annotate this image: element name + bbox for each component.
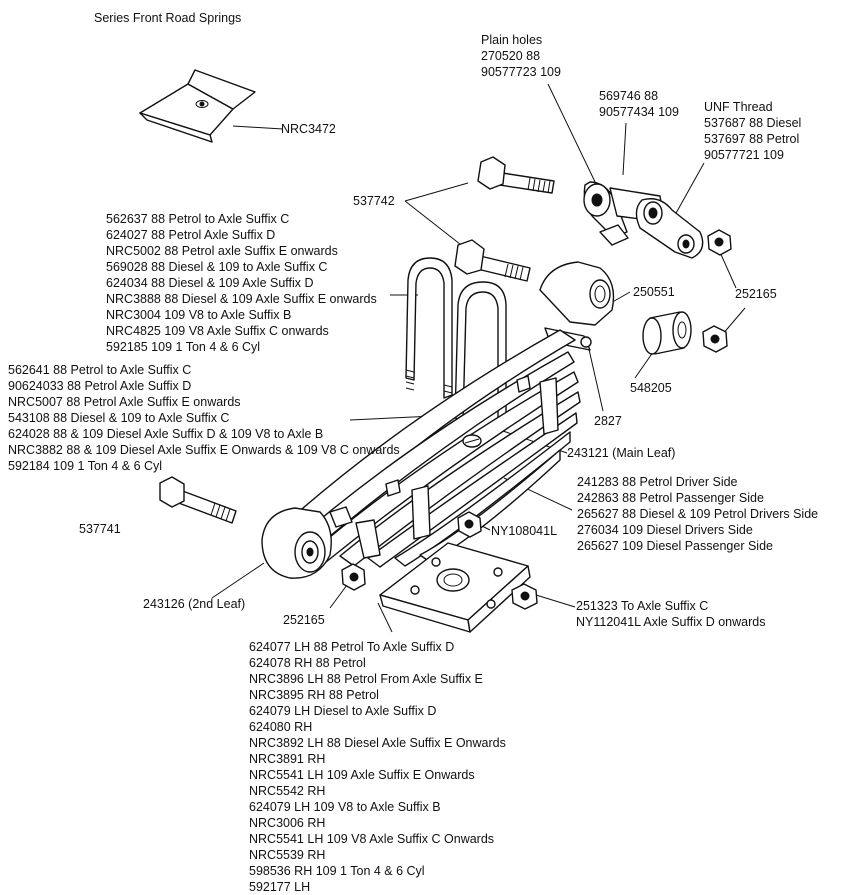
label-clip: NRC3472 <box>281 121 336 137</box>
label-line: 90577723 109 <box>481 65 561 79</box>
nut-252165-top <box>707 229 732 256</box>
label-base-plate: 624077 LH 88 Petrol To Axle Suffix D 6240… <box>249 639 506 895</box>
label-line: Plain holes <box>481 33 543 47</box>
label-line: NRC3888 88 Diesel & 109 Axle Suffix E on… <box>106 292 377 306</box>
nut-252165-right <box>702 325 728 353</box>
label-line: NRC5007 88 Petrol Axle Suffix E onwards <box>8 395 241 409</box>
label-line: 243121 (Main Leaf) <box>567 446 676 460</box>
label-line: 90577721 109 <box>704 148 784 162</box>
label-line: 251323 To Axle Suffix C <box>576 599 709 613</box>
label-line: NRC3892 LH 88 Diesel Axle Suffix E Onwar… <box>249 736 506 750</box>
shackle-assembly <box>583 181 704 259</box>
bolt-537742-top <box>477 156 555 194</box>
bush-548205 <box>642 311 692 355</box>
label-line: 270520 88 <box>481 49 541 63</box>
label-bush-548205: 548205 <box>630 380 672 396</box>
label-bolt-537742: 537742 <box>353 193 395 209</box>
label-line: 241283 88 Petrol Driver Side <box>577 475 738 489</box>
label-line: 2827 <box>594 414 622 428</box>
label-line: NY108041L <box>491 524 558 538</box>
label-nut-ny108041l: NY108041L <box>491 523 557 539</box>
label-line: 624078 RH 88 Petrol <box>249 656 366 670</box>
label-line: 624079 LH 109 V8 to Axle Suffix B <box>249 800 441 814</box>
label-line: 537687 88 Diesel <box>704 116 802 130</box>
label-bolt-537741: 537741 <box>79 521 121 537</box>
nut-251323 <box>511 583 538 610</box>
diagram-title: Series Front Road Springs <box>94 11 242 25</box>
label-line: 548205 <box>630 381 672 395</box>
label-line: NRC3891 RH <box>249 752 326 766</box>
label-line: UNF Thread <box>704 100 773 114</box>
bolt-537741 <box>159 476 237 524</box>
label-line: 90624033 88 Petrol Axle Suffix D <box>8 379 192 393</box>
label-line: 562641 88 Petrol to Axle Suffix C <box>8 363 192 377</box>
label-main-leaf: 243121 (Main Leaf) <box>567 445 675 461</box>
leaf-spring-pack <box>277 329 581 568</box>
label-line: NRC5002 88 Petrol axle Suffix E onwards <box>106 244 338 258</box>
label-line: 592177 LH <box>249 880 311 894</box>
label-shackle-plate: 569746 88 90577434 109 <box>599 88 679 120</box>
label-line: 265627 88 Diesel & 109 Petrol Drivers Si… <box>577 507 819 521</box>
axle-base-plate <box>379 542 531 633</box>
label-line: 242863 88 Petrol Passenger Side <box>577 491 764 505</box>
label-spring-assembly: 241283 88 Petrol Driver Side 242863 88 Pe… <box>577 474 818 554</box>
label-line: NRC3896 LH 88 Petrol From Axle Suffix E <box>249 672 483 686</box>
label-line: NRC3882 88 & 109 Diesel Axle Suffix E On… <box>8 443 400 457</box>
nut-252165-bottom <box>341 563 366 591</box>
label-line: 276034 109 Diesel Drivers Side <box>577 523 753 537</box>
label-line: 624079 LH Diesel to Axle Suffix D <box>249 704 437 718</box>
label-line: 537742 <box>353 194 395 208</box>
label-nut-251323: 251323 To Axle Suffix C NY112041L Axle Su… <box>576 598 765 630</box>
label-line: 624080 RH <box>249 720 313 734</box>
label-unf-thread: UNF Thread 537687 88 Diesel 537697 88 Petr… <box>704 99 801 163</box>
label-line: NRC3004 109 V8 to Axle Suffix B <box>106 308 292 322</box>
label-line: 569746 88 <box>599 89 659 103</box>
label-line: 624028 88 & 109 Diesel Axle Suffix D & 1… <box>8 427 324 441</box>
label-line: 90577434 109 <box>599 105 679 119</box>
label-line: 624034 88 Diesel & 109 Axle Suffix D <box>106 276 314 290</box>
label-line: NY112041L Axle Suffix D onwards <box>576 615 766 629</box>
label-line: NRC3472 <box>281 122 336 136</box>
label-nut-252165-top: 252165 <box>735 286 777 302</box>
label-line: NRC5541 LH 109 Axle Suffix E Onwards <box>249 768 475 782</box>
label-line: 537741 <box>79 522 121 536</box>
label-line: NRC3895 RH 88 Petrol <box>249 688 379 702</box>
label-line: NRC5539 RH <box>249 848 326 862</box>
label-line: 624077 LH 88 Petrol To Axle Suffix D <box>249 640 455 654</box>
label-ubolt-front: 562637 88 Petrol to Axle Suffix C 624027 … <box>106 211 377 355</box>
label-line: 243126 (2nd Leaf) <box>143 597 246 611</box>
label-plain-holes: Plain holes 270520 88 90577723 109 <box>481 32 561 80</box>
label-line: 265627 109 Diesel Passenger Side <box>577 539 773 553</box>
label-line: 624027 88 Petrol Axle Suffix D <box>106 228 276 242</box>
label-line: 592185 109 1 Ton 4 & 6 Cyl <box>106 340 261 354</box>
label-line: 569028 88 Diesel & 109 to Axle Suffix C <box>106 260 328 274</box>
nut-ny108041l <box>457 511 482 538</box>
label-line: NRC4825 109 V8 Axle Suffix C onwards <box>106 324 329 338</box>
spring-clip-nrc3472 <box>139 69 256 143</box>
label-line: 537697 88 Petrol <box>704 132 800 146</box>
label-bush-250551: 250551 <box>633 284 675 300</box>
label-line: 250551 <box>633 285 675 299</box>
bolt-537742-mid <box>454 239 531 282</box>
label-bolt-2827: 2827 <box>594 413 622 429</box>
label-line: 252165 <box>283 613 325 627</box>
label-line: NRC5541 LH 109 V8 Axle Suffix C Onwards <box>249 832 495 846</box>
label-line: 598536 RH 109 1 Ton 4 & 6 Cyl <box>249 864 425 878</box>
front-eye-243126 <box>261 506 353 579</box>
label-line: NRC5542 RH <box>249 784 326 798</box>
label-line: NRC3006 RH <box>249 816 326 830</box>
label-nut-252165-bottom: 252165 <box>283 612 325 628</box>
label-second-leaf: 243126 (2nd Leaf) <box>143 596 245 612</box>
label-line: 592184 109 1 Ton 4 & 6 Cyl <box>8 459 163 473</box>
label-line: 252165 <box>735 287 777 301</box>
label-ubolt-rear: 562641 88 Petrol to Axle Suffix C 9062403… <box>8 362 400 474</box>
label-line: 562637 88 Petrol to Axle Suffix C <box>106 212 290 226</box>
label-line: 543108 88 Diesel & 109 to Axle Suffix C <box>8 411 230 425</box>
